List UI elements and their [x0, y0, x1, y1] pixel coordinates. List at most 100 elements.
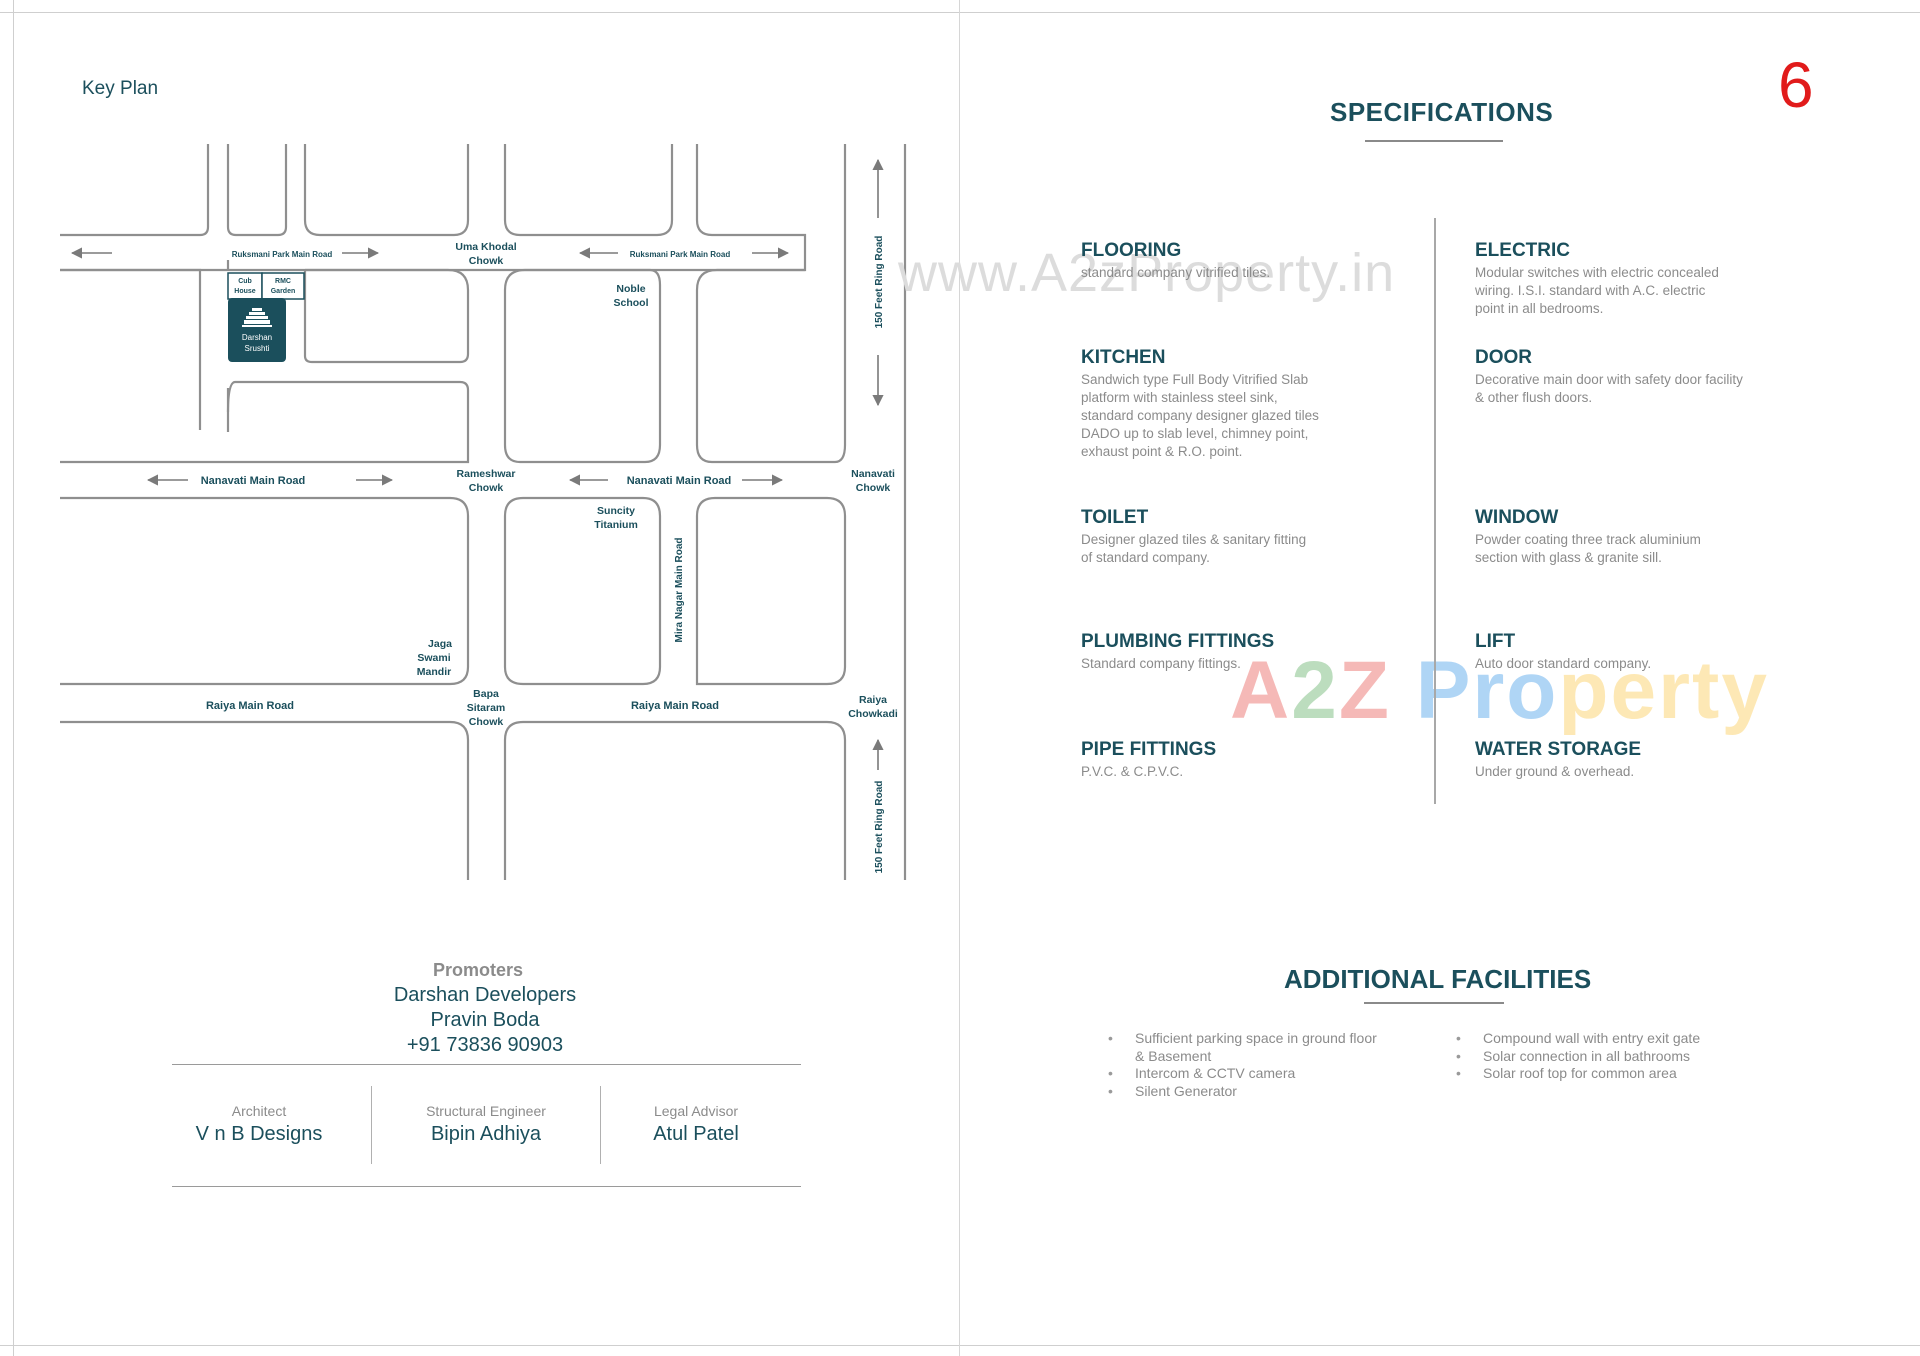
- label-noble-2: School: [613, 297, 648, 309]
- label-club-2: House: [234, 288, 256, 295]
- spec-toilet: TOILET Designer glazed tiles & sanitary …: [1081, 507, 1381, 567]
- label-mira-nagar: Mira Nagar Main Road: [674, 537, 685, 642]
- label-jaga-2: Swami: [417, 652, 450, 664]
- additional-facilities-title: ADDITIONAL FACILITIES: [1284, 964, 1592, 994]
- credit-name: V n B Designs: [195, 1123, 323, 1145]
- credit-structural-engineer: Structural Engineer Bipin Adhiya: [381, 1103, 591, 1146]
- spec-flooring: FLOORING standard company vitrified tile…: [1081, 240, 1381, 282]
- spec-electric: ELECTRIC Modular switches with electric …: [1475, 240, 1805, 318]
- spec-plumbing-fittings: PLUMBING FITTINGS Standard company fitti…: [1081, 631, 1381, 673]
- label-raiya-chowkadi-2: Chowkadi: [848, 708, 898, 720]
- credit-name: Atul Patel: [653, 1123, 739, 1145]
- label-nanavati-left: Nanavati Main Road: [201, 475, 306, 487]
- promoter-phone: +91 73836 90903: [406, 1034, 564, 1056]
- facilities-list-right: Compound wall with entry exit gate Solar…: [1456, 1030, 1700, 1083]
- list-item: Silent Generator: [1108, 1083, 1377, 1101]
- specifications-divider: [1434, 218, 1436, 804]
- label-darshan-2: Srushti: [245, 344, 270, 353]
- spec-pipe-fittings: PIPE FITTINGS P.V.C. & C.P.V.C.: [1081, 739, 1381, 781]
- spec-heading: WINDOW: [1475, 507, 1559, 528]
- credits-bottom-rule: [172, 1186, 801, 1187]
- promoter-company: Darshan Developers: [393, 984, 577, 1006]
- specifications-title: SPECIFICATIONS: [1330, 97, 1554, 127]
- label-rmc-2: Garden: [271, 288, 296, 295]
- page-number: 6: [1778, 49, 1814, 121]
- label-raiya-chowkadi-1: Raiya: [859, 694, 887, 706]
- page-border-bottom: [0, 1345, 1920, 1346]
- specifications-underline: [1365, 140, 1503, 142]
- building-icon: [242, 308, 272, 327]
- list-item: Intercom & CCTV camera: [1108, 1065, 1377, 1083]
- facilities-list-left: Sufficient parking space in ground floor…: [1108, 1030, 1377, 1100]
- center-fold: [959, 0, 960, 1356]
- credit-role: Structural Engineer: [426, 1103, 546, 1119]
- spec-door: DOOR Decorative main door with safety do…: [1475, 347, 1805, 407]
- credit-architect: Architect V n B Designs: [154, 1103, 364, 1146]
- label-rameshwar-2: Chowk: [469, 482, 504, 494]
- label-bapa-3: Chowk: [469, 716, 504, 728]
- key-plan-map: Ruksmani Park Main Road Ruksmani Park Ma…: [60, 144, 907, 880]
- spec-heading: PLUMBING FITTINGS: [1081, 631, 1275, 652]
- promoters-label: Promoters: [432, 960, 524, 980]
- label-darshan-1: Darshan: [242, 333, 272, 342]
- watermark-logo: A2Z Property: [1230, 645, 1769, 736]
- label-rameshwar-1: Rameshwar: [457, 468, 516, 480]
- label-club-1: Cub: [238, 278, 252, 285]
- club-rmc-boxes: [227, 272, 305, 300]
- label-uma-khodal-2: Chowk: [469, 255, 504, 267]
- label-suncity-2: Titanium: [594, 519, 638, 531]
- key-plan-title: Key Plan: [82, 78, 159, 99]
- list-item: Compound wall with entry exit gate: [1456, 1030, 1700, 1048]
- spec-text: Under ground & overhead.: [1475, 764, 1635, 779]
- road-outlines: [60, 144, 907, 880]
- spec-heading: KITCHEN: [1081, 347, 1166, 368]
- credit-legal-advisor: Legal Advisor Atul Patel: [591, 1103, 801, 1146]
- spec-text: Decorative main door with safety door fa…: [1475, 372, 1743, 405]
- promoter-person: Pravin Boda: [430, 1009, 540, 1031]
- spec-heading: DOOR: [1475, 347, 1532, 368]
- spec-text: standard company vitrified tiles.: [1081, 265, 1271, 280]
- list-item: Sufficient parking space in ground floor…: [1108, 1030, 1377, 1065]
- credits-top-rule: [172, 1064, 801, 1065]
- page-border-top: [0, 12, 1920, 13]
- spec-heading: LIFT: [1475, 631, 1516, 652]
- spec-text: Modular switches with electric concealed…: [1475, 265, 1719, 316]
- spec-window: WINDOW Powder coating three track alumin…: [1475, 507, 1805, 567]
- label-ring-road-bottom: 150 Feet Ring Road: [874, 781, 885, 874]
- credit-role: Architect: [231, 1103, 287, 1119]
- label-jaga-3: Mandir: [417, 666, 451, 678]
- label-rmc-1: RMC: [275, 278, 291, 285]
- list-item: Solar connection in all bathrooms: [1456, 1048, 1700, 1066]
- label-bapa-2: Sitaram: [467, 702, 506, 714]
- credit-role: Legal Advisor: [653, 1103, 739, 1119]
- label-jaga-1: Jaga: [428, 638, 452, 650]
- credits-divider-1: [371, 1086, 372, 1164]
- spec-text: P.V.C. & C.P.V.C.: [1081, 764, 1184, 779]
- credits-divider-2: [600, 1086, 601, 1164]
- spec-water-storage: WATER STORAGE Under ground & overhead.: [1475, 739, 1805, 781]
- direction-arrows: [70, 158, 884, 770]
- spec-heading: PIPE FITTINGS: [1081, 739, 1217, 760]
- label-nanavati-chowk-2: Chowk: [856, 482, 891, 494]
- spec-heading: WATER STORAGE: [1475, 739, 1642, 760]
- spec-heading: TOILET: [1081, 507, 1149, 528]
- watermark-url: www.A2zProperty.in: [898, 243, 1396, 303]
- label-nanavati-right: Nanavati Main Road: [627, 475, 732, 487]
- spec-heading: ELECTRIC: [1475, 240, 1570, 261]
- spec-heading: FLOORING: [1081, 240, 1182, 261]
- label-noble-1: Noble: [616, 283, 645, 295]
- label-ruksmani-left: Ruksmani Park Main Road: [232, 250, 333, 259]
- spec-lift: LIFT Auto door standard company.: [1475, 631, 1805, 673]
- label-ring-road-top: 150 Feet Ring Road: [874, 236, 885, 329]
- spec-text: Auto door standard company.: [1475, 656, 1652, 671]
- page-border-left: [13, 0, 14, 1356]
- darshan-srushti-marker: [228, 298, 286, 362]
- label-nanavati-chowk-1: Nanavati: [851, 468, 895, 480]
- label-ruksmani-right: Ruksmani Park Main Road: [630, 250, 731, 259]
- credit-name: Bipin Adhiya: [430, 1123, 542, 1145]
- label-raiya-left: Raiya Main Road: [206, 700, 294, 712]
- spec-text: Designer glazed tiles & sanitary fitting…: [1081, 532, 1307, 565]
- label-bapa-1: Bapa: [473, 688, 499, 700]
